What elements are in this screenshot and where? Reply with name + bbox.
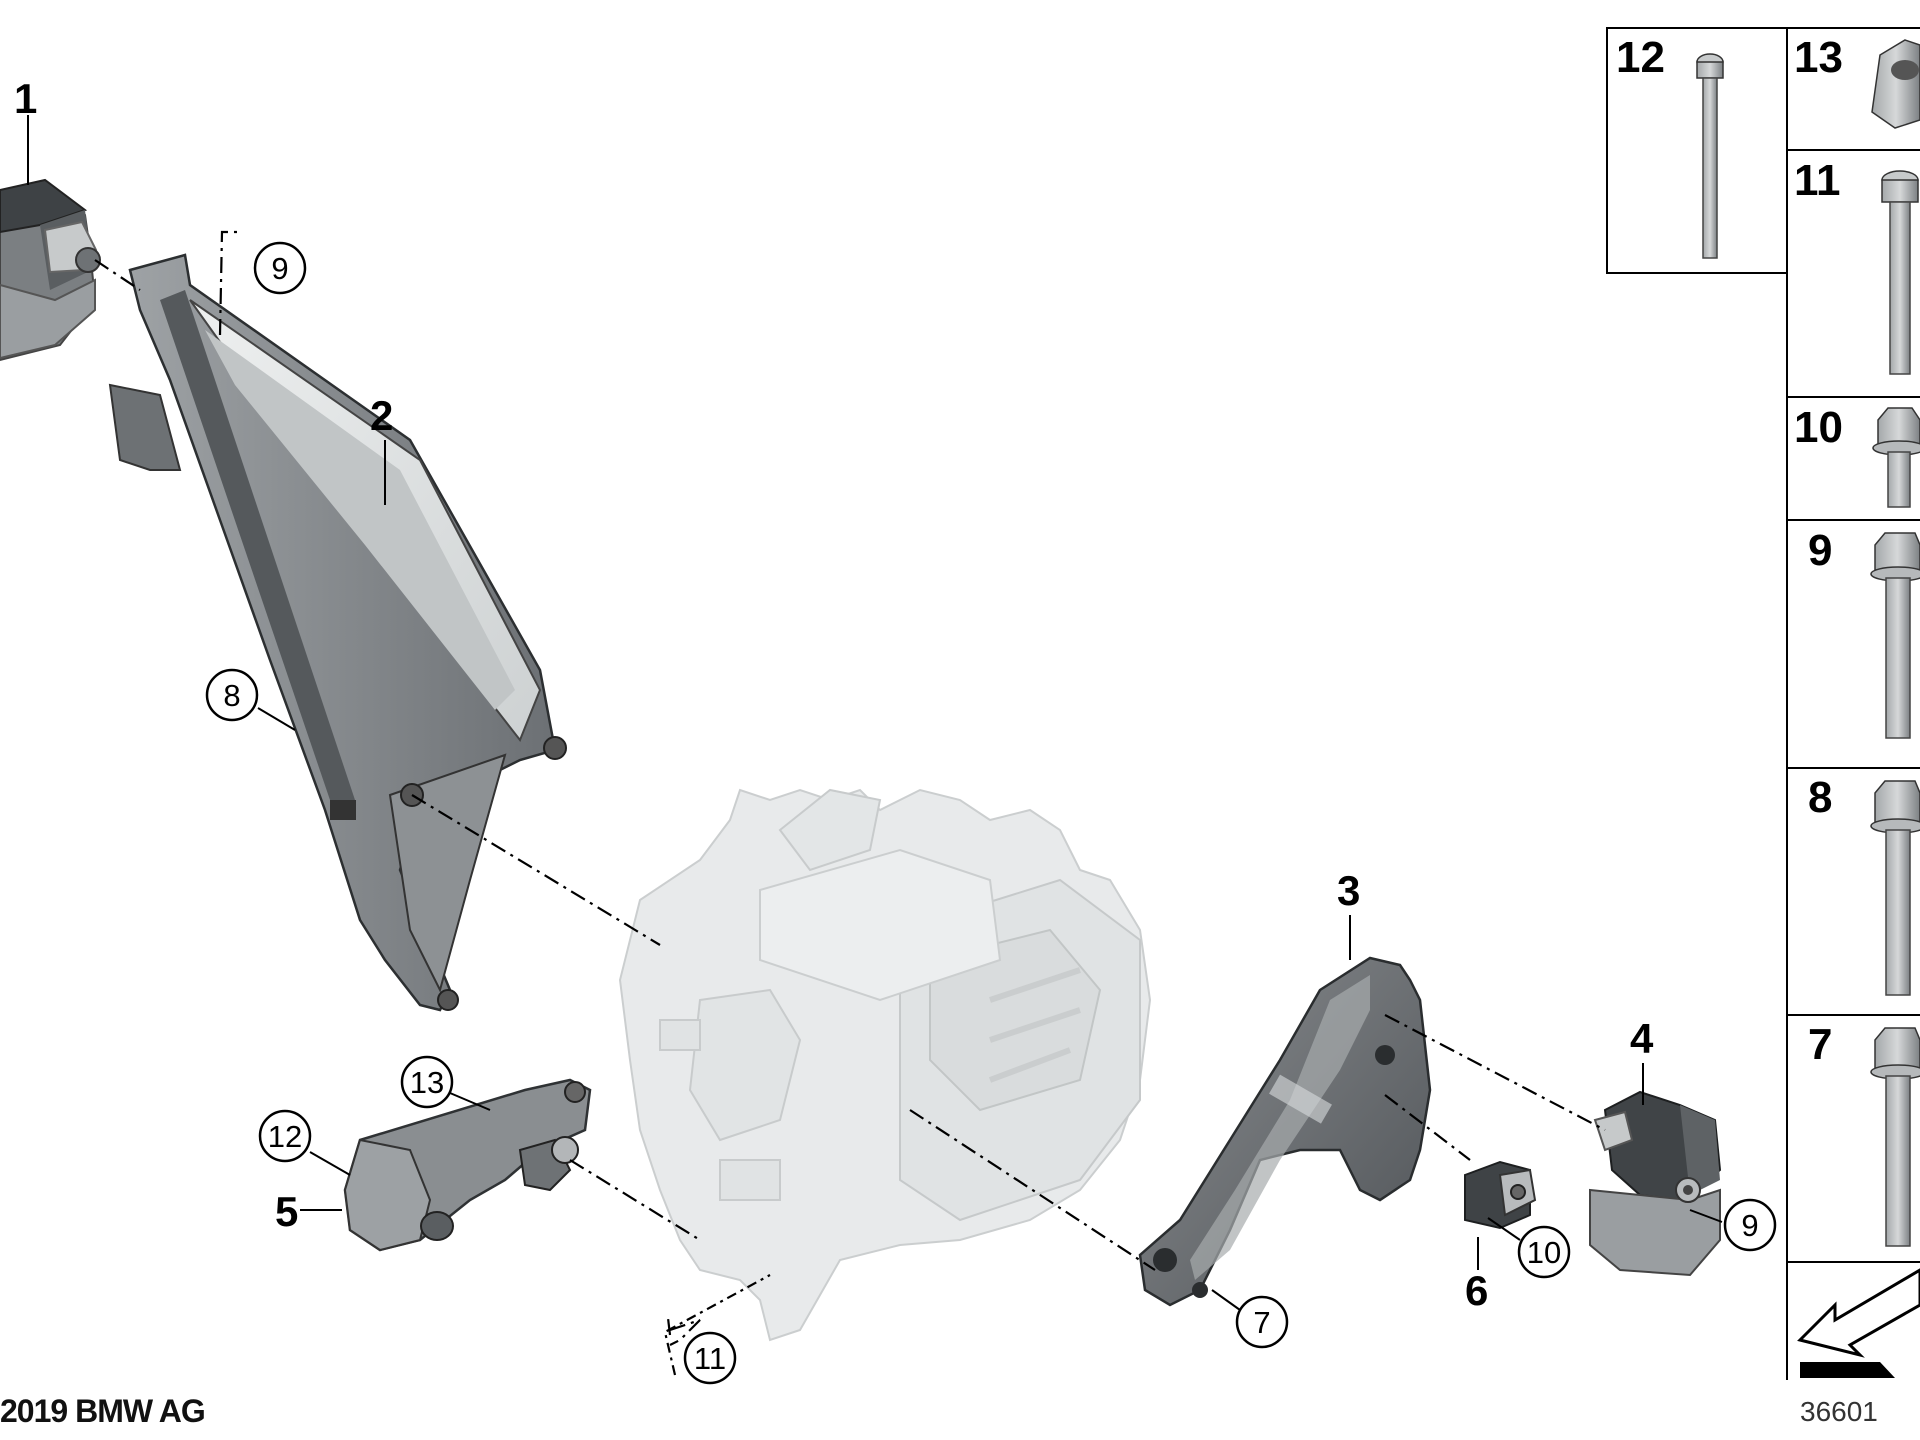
fastener-label-8: 8 [1808,773,1832,822]
callout-3: 4 [1630,1015,1654,1062]
assembly-lines [94,230,1606,1346]
svg-text:12: 12 [268,1119,302,1154]
circled-callout-12: 12 [258,1109,312,1163]
circled-callout-9-bottom: 9 [1723,1198,1777,1252]
part-2-bracket [108,253,567,1012]
bolt-8-icon [1870,780,1920,996]
circled-callout-10: 10 [1517,1225,1571,1279]
callout-4: 1 [14,75,37,122]
copyright-text: 2019 BMW AG [0,1393,206,1429]
circled-callout-9-top: 9 [253,241,307,295]
svg-text:10: 10 [1527,1235,1561,1270]
part-1-bracket [1138,956,1432,1307]
svg-text:7: 7 [1253,1305,1270,1340]
fastener-label-13: 13 [1794,33,1843,82]
fastener-label-10: 10 [1794,403,1843,452]
bolt-12-icon [1696,53,1724,259]
svg-text:9: 9 [1741,1208,1758,1243]
callout-2: 2 [370,392,393,439]
nut-13-icon [1871,39,1920,129]
bolt-9-icon [1870,532,1920,739]
leader-lines [27,115,1723,1311]
fastener-label-7: 7 [1808,1020,1832,1069]
circled-callout-7: 7 [1235,1295,1289,1349]
fastener-panel [1606,27,1920,1380]
svg-text:9: 9 [271,251,288,286]
fastener-label-12: 12 [1616,33,1665,82]
circled-callout-13: 13 [400,1055,454,1109]
part-3-mount [1589,1090,1722,1277]
svg-text:8: 8 [223,678,240,713]
transmission-drawing [618,788,1152,1342]
svg-text:13: 13 [410,1065,444,1100]
fastener-label-9: 9 [1808,526,1832,575]
callout-6: 6 [1465,1267,1488,1314]
part-4-engine-mount [0,178,101,362]
svg-text:11: 11 [694,1341,726,1376]
orientation-arrow-icon [1797,1268,1920,1378]
bolt-11-icon [1881,170,1919,375]
circled-callout-8: 8 [205,668,259,722]
circled-callout-11: 11 [683,1331,737,1385]
fastener-label-11: 11 [1794,156,1841,205]
part-6-rubber-block [1464,1160,1537,1230]
callout-5: 5 [275,1188,298,1235]
bolt-10-icon [1872,407,1920,508]
callout-11-bracket-line [663,1274,771,1376]
diagram-number: 36601 [1800,1396,1878,1427]
callout-1: 3 [1337,867,1360,914]
part-5-torque-mount [343,1078,592,1252]
bolt-7-icon [1870,1027,1920,1247]
